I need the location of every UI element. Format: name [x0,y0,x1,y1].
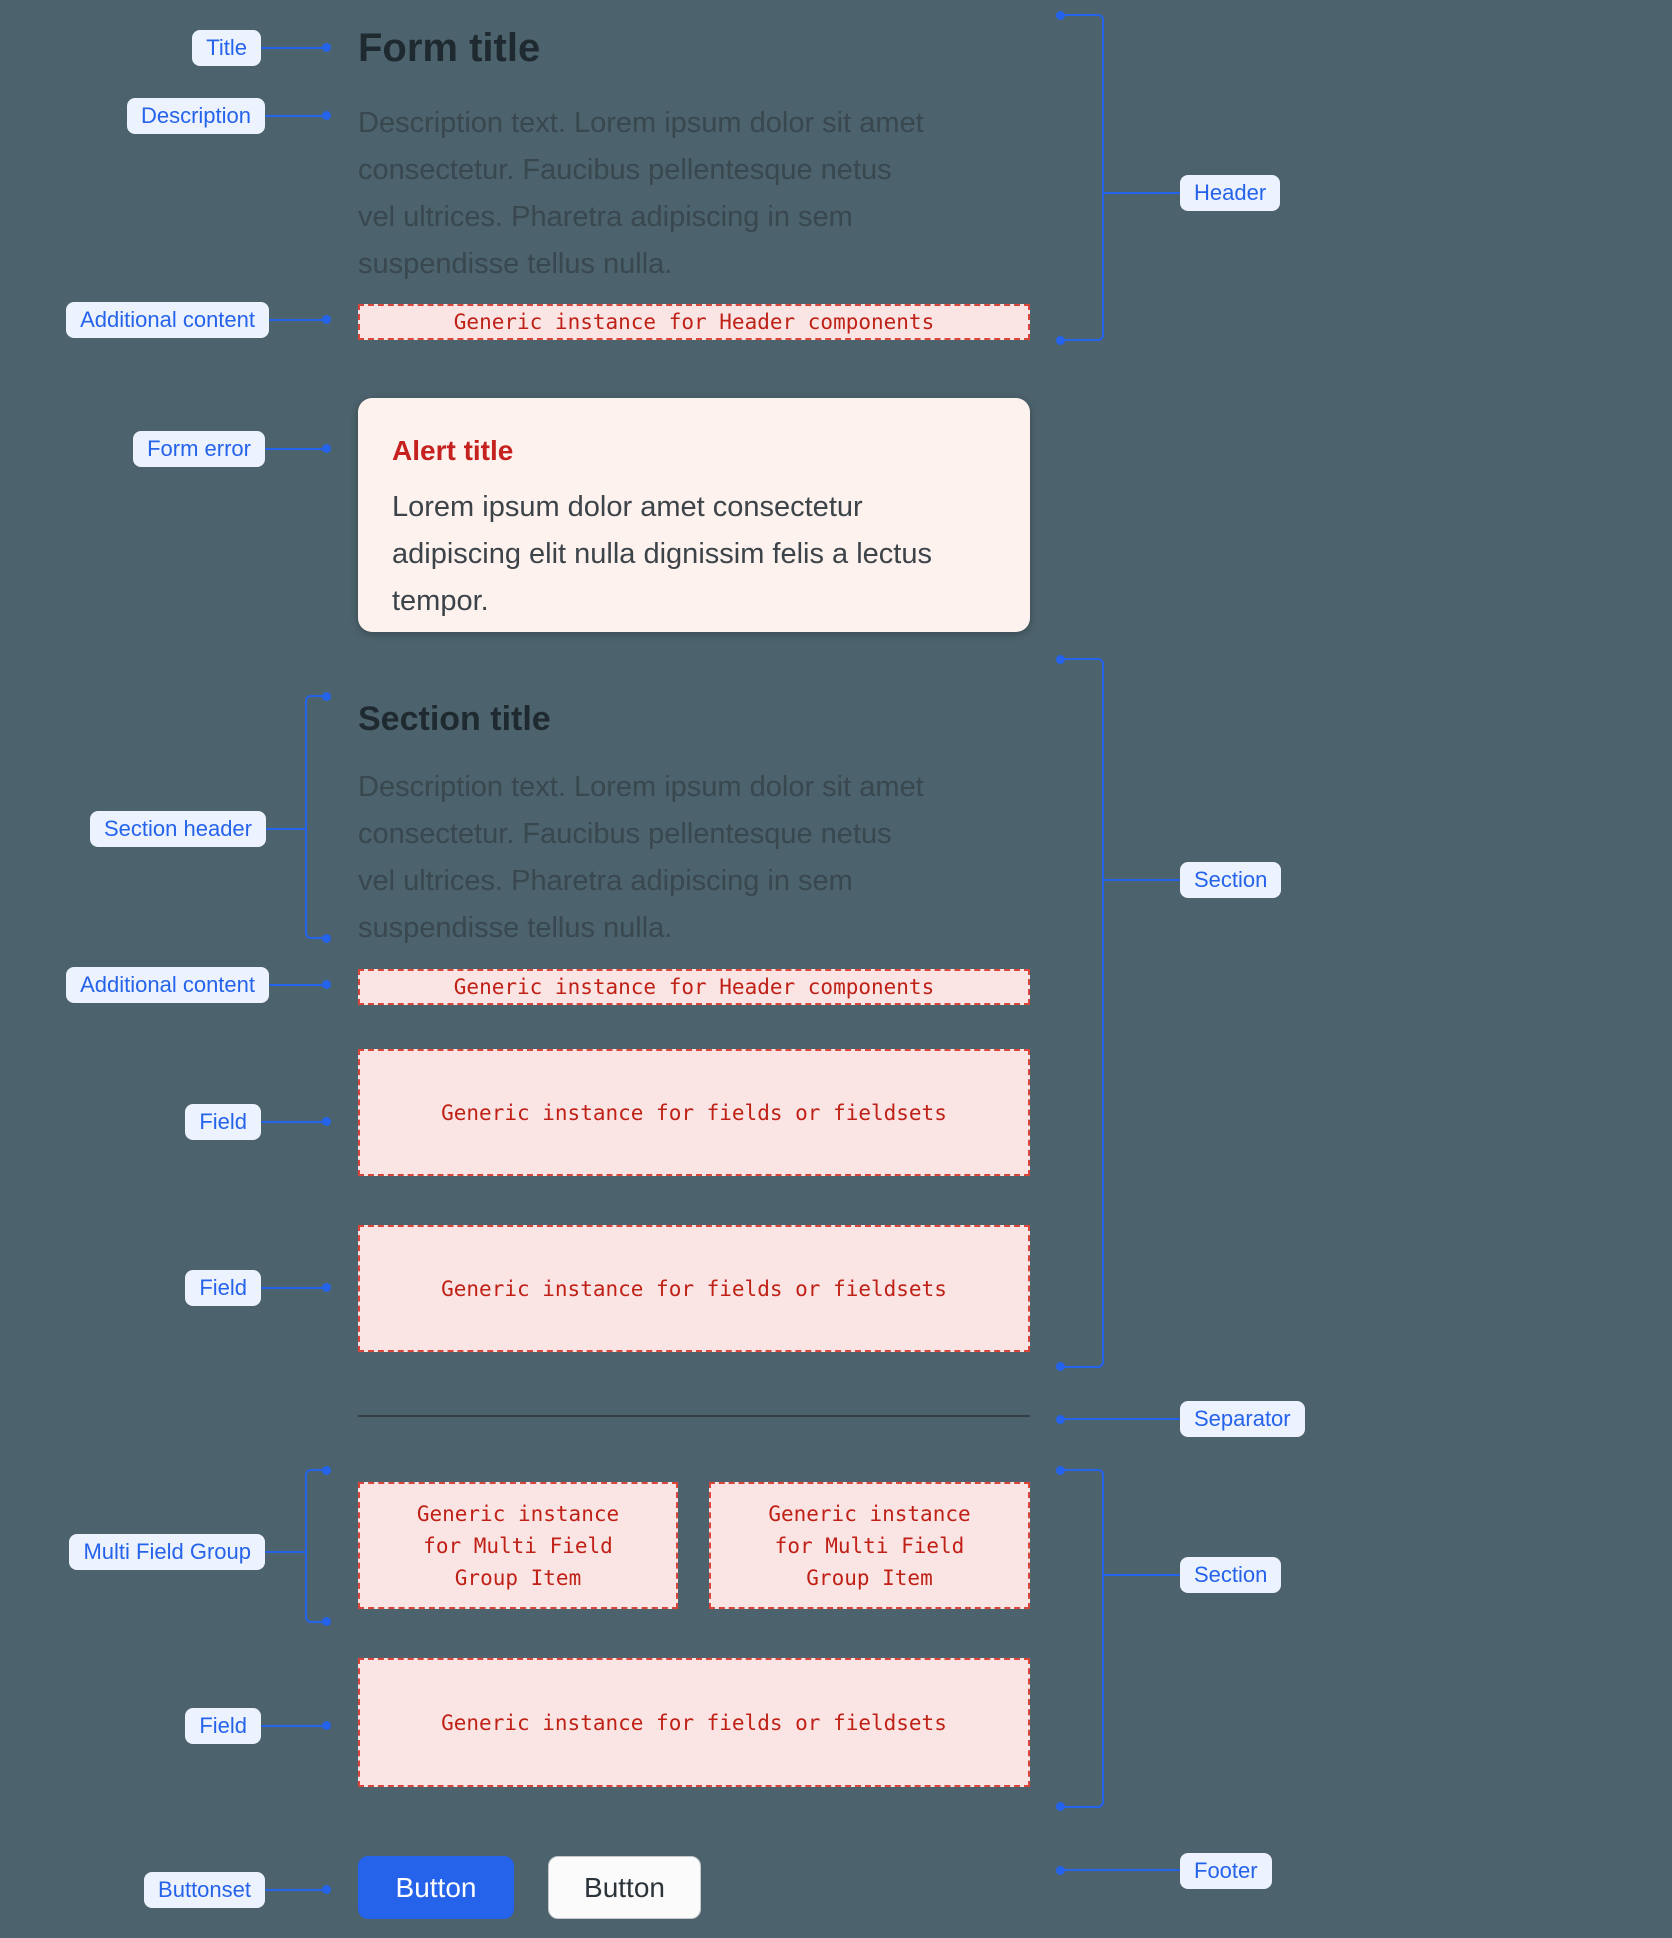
connector-line [255,448,327,450]
form-description-line: vel ultrices. Pharetra adipiscing in sem [358,201,853,233]
connector-dot [1056,1415,1065,1424]
connector-dot [1056,1802,1065,1811]
alert-body-line: Lorem ipsum dolor amet consectetur [392,491,863,523]
form-description-line: suspendisse tellus nulla. [358,248,673,280]
connector-line [1060,1869,1180,1871]
field-placeholder: Generic instance for fields or fieldsets [358,1225,1030,1352]
annotation-buttonset-label: Buttonset [144,1872,265,1908]
connector-line [255,984,327,986]
form-title: Form title [358,26,541,70]
form-description-line: Description text. Lorem ipsum dolor sit … [358,107,924,139]
connector-dot [322,1283,331,1292]
connector-line [255,1287,327,1289]
alert-title: Alert title [392,435,514,466]
annotation-field-label: Field [185,1270,261,1306]
annotation-section-label: Section [1180,1557,1282,1593]
connector-dot [322,934,331,943]
annotation-field-label: Field [185,1104,261,1140]
annotation-section-header-label: Section header [90,811,266,847]
connector-line [255,47,327,49]
section-description-line: Description text. Lorem ipsum dolor sit … [358,771,924,803]
connector-dot [322,1617,331,1626]
annotation-additional-content-label: Additional content [66,302,269,338]
secondary-button[interactable]: Button [548,1856,701,1919]
mfg-line: Generic instance [416,1501,620,1526]
mfg-line: Group Item [454,1565,582,1590]
connector-bracket [1060,658,1104,1368]
multi-field-group-item-placeholder: Generic instance for Multi Field Group I… [358,1482,678,1609]
separator-line [358,1415,1030,1417]
connector-dot [322,111,331,120]
alert-body: Lorem ipsum dolor amet consectetur adipi… [392,484,996,625]
section-additional-content-placeholder: Generic instance for Header components [358,969,1030,1005]
annotation-additional-content-label: Additional content [66,967,269,1003]
section-title: Section title [358,700,551,738]
connector-dot [1056,1866,1065,1875]
mfg-line: for Multi Field [774,1533,965,1558]
form-description-line: consectetur. Faucibus pellentesque netus [358,154,892,186]
connector-bracket [305,695,324,939]
field-placeholder: Generic instance for fields or fieldsets [358,1658,1030,1787]
connector-line [255,1889,327,1891]
connector-line [255,115,327,117]
connector-dot [1056,1362,1065,1371]
connector-dot [1056,11,1065,20]
annotation-separator-label: Separator [1180,1401,1305,1437]
connector-line [252,1551,305,1553]
connector-dot [322,1117,331,1126]
connector-dot [322,1721,331,1730]
connector-line [1102,1574,1180,1576]
mfg-line: Group Item [806,1565,933,1590]
annotation-description-label: Description [126,98,265,134]
connector-bracket [305,1469,324,1623]
connector-dot [1056,655,1065,664]
multi-field-group-item-placeholder: Generic instance for Multi Field Group I… [709,1482,1030,1609]
annotation-form-error-label: Form error [133,431,265,467]
mfg-line: Generic instance [768,1501,971,1526]
connector-bracket [1060,14,1104,341]
annotation-footer-label: Footer [1180,1853,1272,1889]
alert-body-line: adipiscing elit nulla dignissim felis a … [392,538,932,570]
form-description: Description text. Lorem ipsum dolor sit … [358,100,1048,288]
connector-dot [322,43,331,52]
primary-button[interactable]: Button [358,1856,514,1919]
annotation-section-label: Section [1180,862,1282,898]
connector-line [252,828,305,830]
alert-body-line: tempor. [392,585,489,617]
connector-dot [322,315,331,324]
connector-dot [322,980,331,989]
field-placeholder: Generic instance for fields or fieldsets [358,1049,1030,1176]
connector-line [1102,192,1180,194]
annotation-title-label: Title [192,30,261,66]
annotation-multi-field-group-label: Multi Field Group [69,1534,265,1570]
mfg-line: for Multi Field [423,1533,613,1558]
connector-line [255,1121,327,1123]
form-error-alert: Alert title Lorem ipsum dolor amet conse… [358,398,1030,632]
annotation-field-label: Field [185,1708,261,1744]
header-additional-content-placeholder: Generic instance for Header components [358,304,1030,340]
section-description-line: vel ultrices. Pharetra adipiscing in sem [358,865,853,897]
connector-dot [1056,1466,1065,1475]
connector-dot [322,1466,331,1475]
section-description: Description text. Lorem ipsum dolor sit … [358,764,1048,952]
connector-dot [322,1885,331,1894]
connector-line [1060,1418,1180,1420]
connector-dot [1056,336,1065,345]
section-description-line: suspendisse tellus nulla. [358,912,673,944]
connector-line [1102,879,1180,881]
annotation-header-label: Header [1180,175,1281,211]
connector-line [255,1725,327,1727]
connector-bracket [1060,1469,1104,1808]
connector-dot [322,692,331,701]
connector-dot [322,444,331,453]
connector-line [255,319,327,321]
section-description-line: consectetur. Faucibus pellentesque netus [358,818,892,850]
